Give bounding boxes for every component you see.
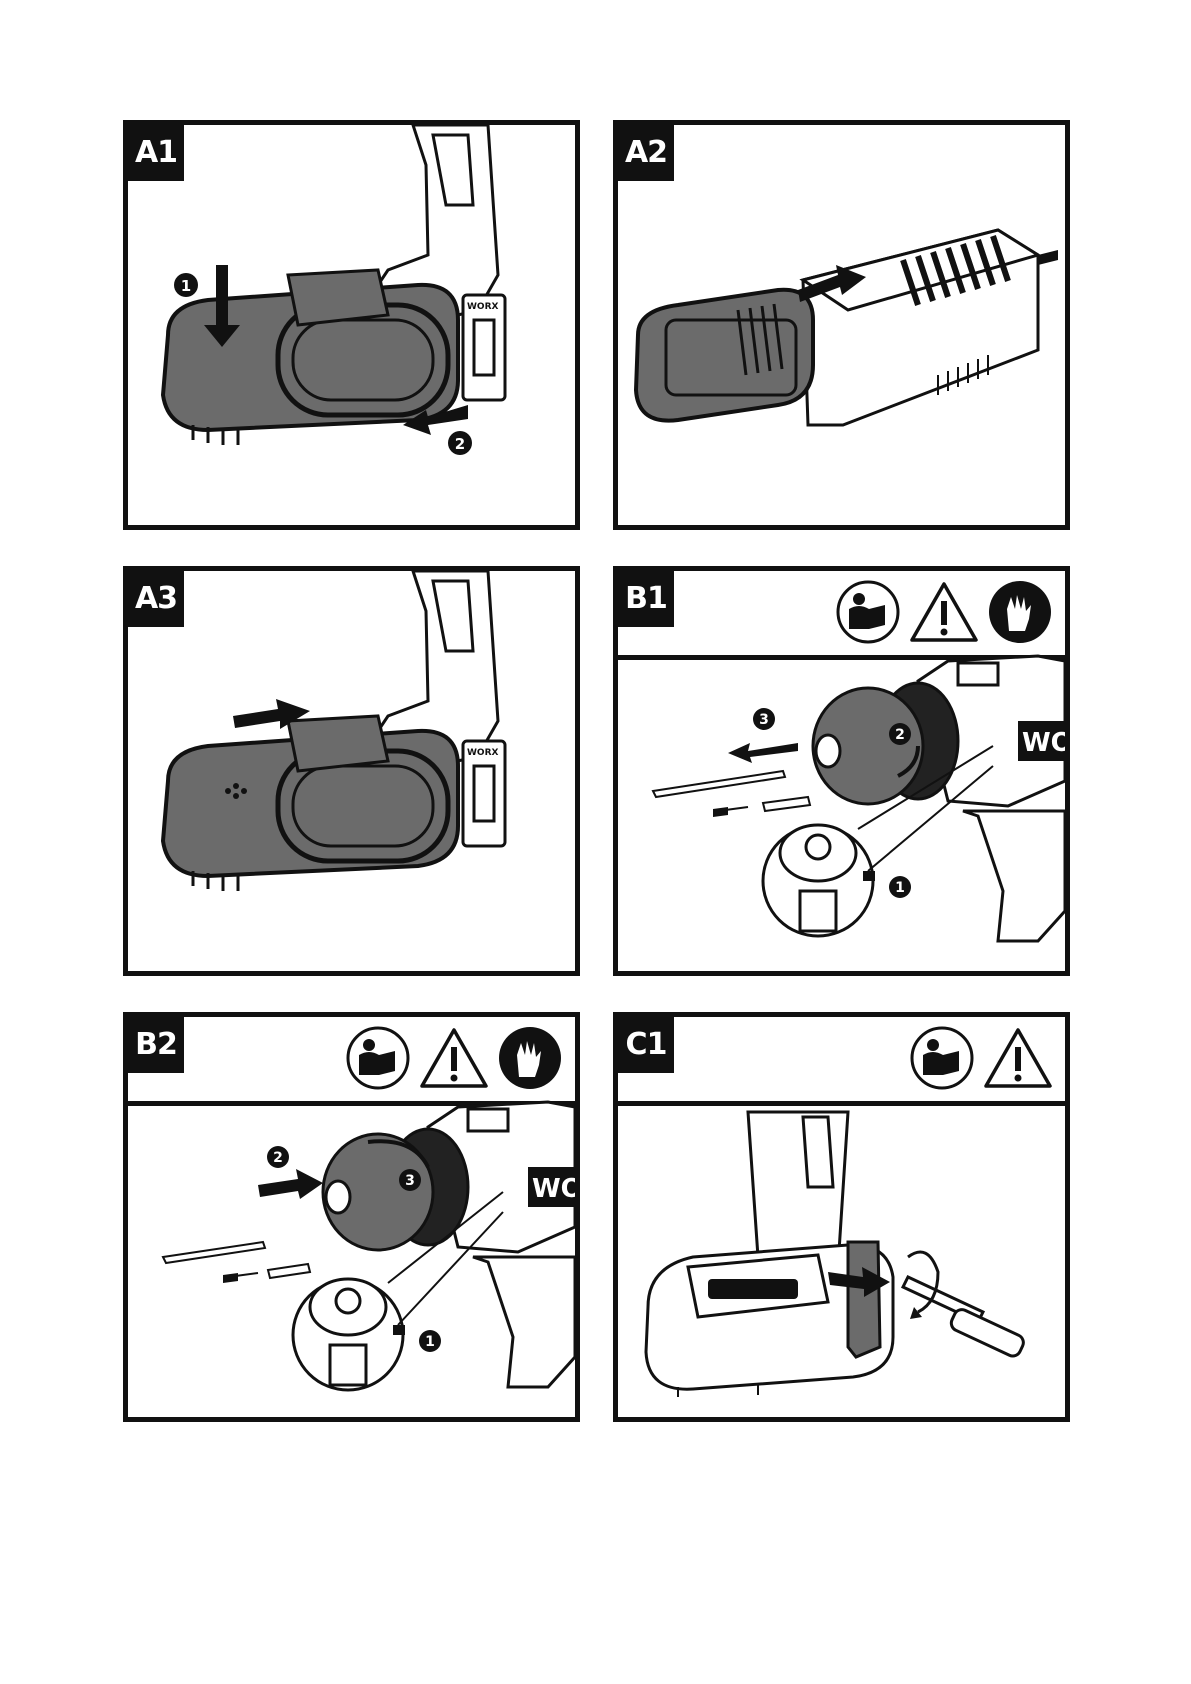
gloves-icon bbox=[497, 1025, 563, 1091]
step-number: 2 bbox=[455, 435, 465, 453]
panel-c1: C1 bbox=[613, 1012, 1070, 1422]
panel-label: A3 bbox=[128, 571, 184, 627]
panel-b1: B1 WO 2 3 bbox=[613, 566, 1070, 976]
panel-a2: A2 bbox=[613, 120, 1070, 530]
panel-a1: A1 WORX 1 2 bbox=[123, 120, 580, 530]
brand-logo: WO bbox=[532, 1174, 575, 1204]
battery-insert-illustration: WORX 1 2 bbox=[128, 125, 575, 525]
panel-label: A2 bbox=[618, 125, 674, 181]
safety-icons bbox=[835, 579, 1053, 645]
step-number: 1 bbox=[425, 1334, 435, 1350]
warning-icon bbox=[419, 1025, 489, 1091]
warning-icon bbox=[983, 1025, 1053, 1091]
read-manual-icon bbox=[909, 1025, 975, 1091]
battery-slide-illustration: WORX bbox=[128, 571, 575, 971]
step-number: 1 bbox=[181, 277, 191, 295]
panel-label: A1 bbox=[128, 125, 184, 181]
step-number: 3 bbox=[405, 1173, 415, 1189]
step-number: 2 bbox=[273, 1150, 283, 1166]
panel-label: B1 bbox=[618, 571, 674, 627]
warning-icon bbox=[909, 579, 979, 645]
panel-label: C1 bbox=[618, 1017, 674, 1073]
safety-icons bbox=[345, 1025, 563, 1091]
step-number: 1 bbox=[895, 880, 905, 896]
panel-a3: A3 WORX bbox=[123, 566, 580, 976]
gloves-icon bbox=[987, 579, 1053, 645]
read-manual-icon bbox=[345, 1025, 411, 1091]
brand-logo: WORX bbox=[467, 302, 499, 312]
step-number: 2 bbox=[895, 727, 905, 743]
brand-logo: WORX bbox=[467, 748, 499, 758]
brand-logo: WO bbox=[1022, 728, 1065, 758]
step-number: 3 bbox=[759, 712, 769, 728]
read-manual-icon bbox=[835, 579, 901, 645]
charger-illustration bbox=[618, 125, 1065, 525]
panel-label: B2 bbox=[128, 1017, 184, 1073]
safety-icons bbox=[909, 1025, 1053, 1091]
panel-b2: B2 WO 3 2 bbox=[123, 1012, 580, 1422]
